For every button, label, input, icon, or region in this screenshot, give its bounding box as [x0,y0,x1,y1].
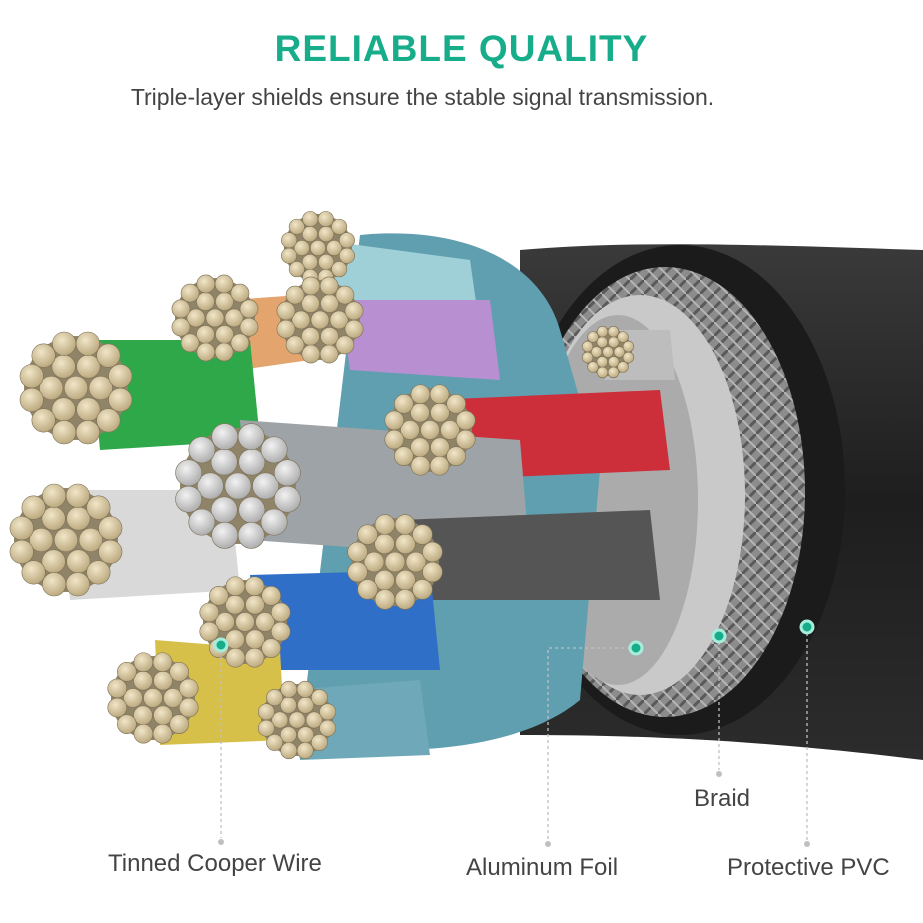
wire-conductor-end [9,483,123,597]
callout-dot-icon [711,628,727,644]
wire-conductor-end [19,331,133,445]
callout-end-dots [218,771,810,847]
callout-dot-icon [213,637,229,653]
page-title: RELIABLE QUALITY [274,28,649,69]
page-subtitle: Triple-layer shields ensure the stable s… [130,84,715,110]
label-protective-pvc: Protective PVC [727,854,890,881]
wire-conductor-end [384,384,476,476]
wire-conductor-end [347,514,443,610]
label-braid: Braid [694,785,751,812]
wire-conductor-end [581,325,635,379]
wire-bodies [60,240,675,760]
wire-conductor-end [257,680,337,760]
wire-conductor-end [199,576,291,668]
wire-conductor-end [171,274,259,362]
wire-conductor-end [107,652,199,744]
wire-conductor-end [281,211,355,285]
label-tinned-copper-wire: Tinned Cooper Wire [108,850,322,877]
wire-conductor-end [276,276,364,364]
wire-conductor-end [175,423,301,549]
callout-dot-icon [628,640,644,656]
callout-lines [220,627,808,840]
label-aluminum-foil: Aluminum Foil [466,854,619,881]
callout-dot-icon [799,619,815,635]
